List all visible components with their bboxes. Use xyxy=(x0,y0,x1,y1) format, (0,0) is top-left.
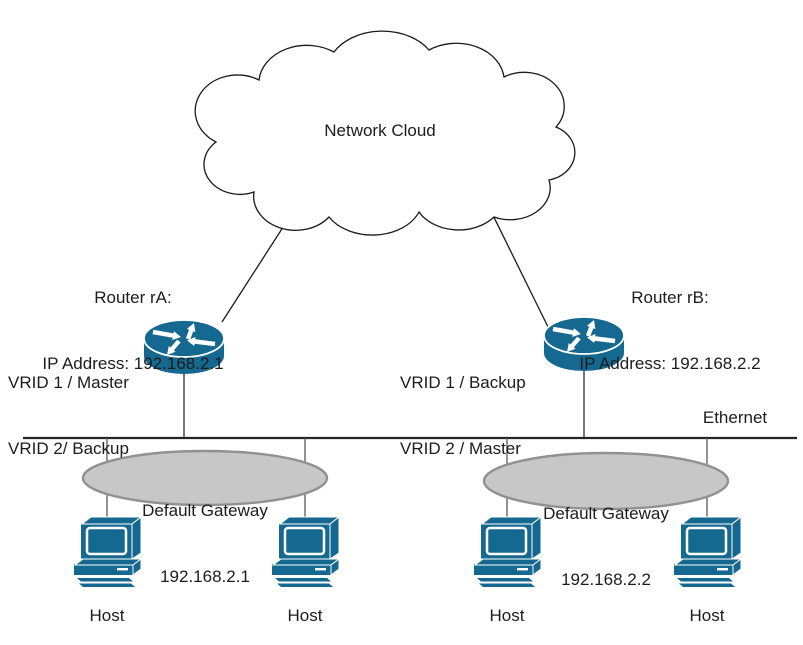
gateway-1-label: Default Gateway 192.168.2.1 xyxy=(105,456,305,632)
router-b-icon xyxy=(543,316,625,371)
gateway-ellipse-2 xyxy=(482,451,730,511)
host-2-icon xyxy=(271,515,341,587)
router-b-vrid-label: VRID 1 / Backup VRID 2 / Master xyxy=(400,328,526,504)
router-b-vrid-1: VRID 1 / Backup xyxy=(400,373,526,392)
router-a-ip: IP Address: 192.168.2.1 xyxy=(42,354,224,373)
network-cloud-label: Network Cloud xyxy=(324,121,436,140)
router-a-vrid-2: VRID 2/ Backup xyxy=(8,439,129,458)
router-b-name: Router rB: xyxy=(631,288,709,307)
gateway-1-title: Default Gateway xyxy=(142,501,268,520)
router-a-name: Router rA: xyxy=(94,288,172,307)
router-a-vrid-1: VRID 1 / Master xyxy=(8,373,129,392)
router-b-vrid-2: VRID 2 / Master xyxy=(400,439,521,458)
router-a-vrid-label: VRID 1 / Master VRID 2/ Backup xyxy=(8,328,129,504)
ethernet-label: Ethernet xyxy=(702,408,768,427)
gateway-2-title: Default Gateway xyxy=(543,504,669,523)
host-2-label: Host xyxy=(287,606,323,625)
gateway-2-ip: 192.168.2.2 xyxy=(561,570,651,589)
host-3-icon xyxy=(473,515,543,587)
router-a-icon xyxy=(143,319,225,374)
host-3-label: Host xyxy=(489,606,525,625)
gateway-1-ip: 192.168.2.1 xyxy=(160,567,250,586)
host-1-label: Host xyxy=(89,606,125,625)
host-4-label: Host xyxy=(689,606,725,625)
network-cloud-shape xyxy=(194,30,576,236)
host-1-icon xyxy=(73,515,143,587)
router-b-label: Router rB: IP Address: 192.168.2.2 xyxy=(560,243,780,419)
router-b-ip: IP Address: 192.168.2.2 xyxy=(579,354,761,373)
router-a-label: Router rA: IP Address: 192.168.2.1 xyxy=(23,243,243,419)
gateway-2-label: Default Gateway 192.168.2.2 xyxy=(506,459,706,635)
gateway-ellipse-1 xyxy=(81,449,329,507)
host-4-icon xyxy=(673,515,743,587)
